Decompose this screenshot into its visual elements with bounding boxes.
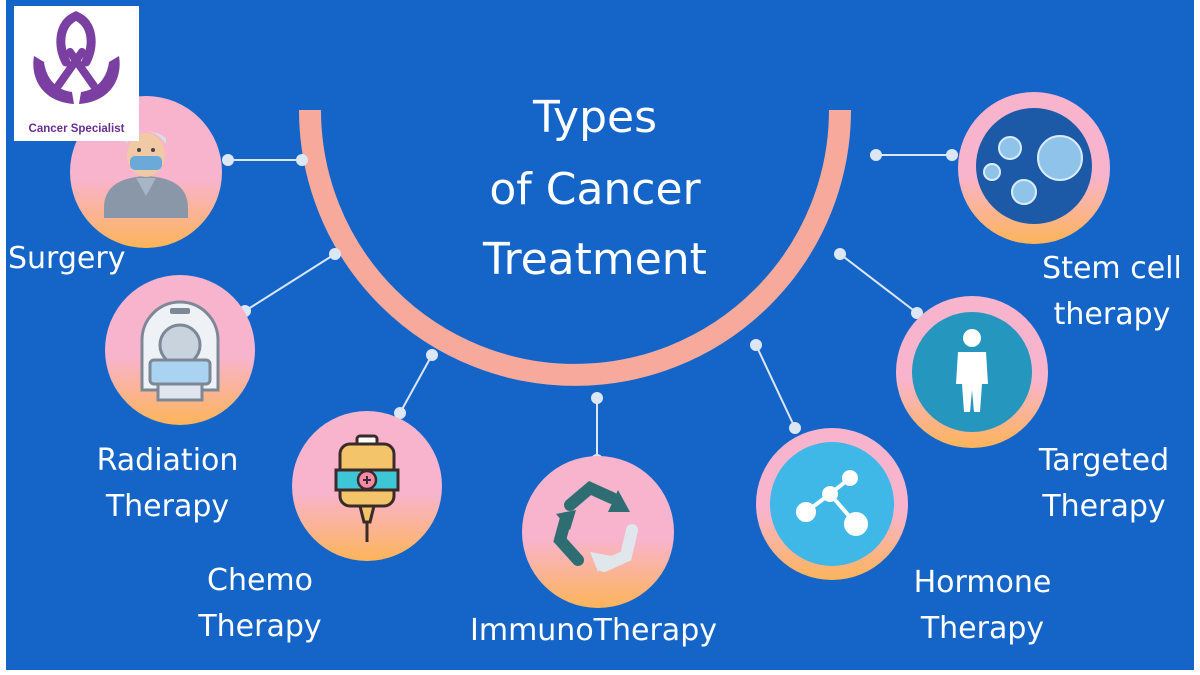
label-chemo: Chemo Therapy bbox=[180, 558, 340, 650]
surgeon-icon bbox=[104, 131, 188, 218]
label-hormone: Hormone Therapy bbox=[890, 560, 1075, 652]
hormone-circle bbox=[756, 428, 908, 580]
label-targeted: Targeted Therapy bbox=[1020, 438, 1188, 530]
stem-cell-circle bbox=[958, 92, 1110, 244]
radiation-circle bbox=[105, 275, 255, 425]
connectors bbox=[222, 149, 958, 466]
label-targeted-line1: Targeted bbox=[1038, 443, 1170, 478]
label-targeted-line2: Therapy bbox=[1042, 489, 1166, 524]
connector-radiation bbox=[239, 248, 341, 317]
label-hormone-line2: Therapy bbox=[920, 611, 1045, 646]
immuno-circle bbox=[522, 456, 674, 608]
label-stem-cell: Stem cell therapy bbox=[1028, 246, 1196, 338]
chemo-circle bbox=[292, 411, 442, 561]
cancer-specialist-logo: Cancer Specialist bbox=[14, 6, 139, 141]
logo-text: Cancer Specialist bbox=[28, 123, 125, 135]
targeted-circle bbox=[896, 296, 1048, 448]
connector-surgery bbox=[222, 154, 308, 166]
label-hormone-line1: Hormone bbox=[913, 565, 1052, 600]
label-radiation-line1: Radiation bbox=[96, 443, 239, 478]
label-radiation-line2: Therapy bbox=[105, 489, 230, 524]
label-chemo-line1: Chemo bbox=[207, 563, 313, 598]
connector-targeted bbox=[834, 248, 923, 319]
iv-bag-icon bbox=[334, 434, 400, 542]
label-stem-cell-line1: Stem cell bbox=[1042, 251, 1182, 286]
label-immuno: ImmunoTherapy bbox=[470, 613, 717, 648]
person-icon bbox=[956, 329, 988, 412]
cells-icon bbox=[983, 135, 1083, 205]
recycle-arrows-icon bbox=[553, 480, 638, 572]
title-line-3: Treatment bbox=[483, 234, 707, 285]
ribbon-hands-icon bbox=[33, 11, 120, 104]
connector-immuno bbox=[591, 392, 603, 466]
connector-hormone bbox=[750, 339, 801, 434]
molecule-icon bbox=[796, 470, 868, 536]
connector-stem-cell bbox=[870, 149, 958, 161]
label-surgery: Surgery bbox=[8, 241, 126, 276]
title-line-2: of Cancer bbox=[489, 164, 701, 215]
label-chemo-line2: Therapy bbox=[198, 609, 322, 644]
central-arc bbox=[299, 109, 851, 386]
connector-chemo bbox=[394, 349, 438, 419]
mri-scanner-icon bbox=[140, 300, 220, 402]
label-radiation: Radiation Therapy bbox=[80, 438, 255, 530]
title-line-1: Types bbox=[533, 92, 657, 143]
label-stem-cell-line2: therapy bbox=[1053, 297, 1171, 332]
